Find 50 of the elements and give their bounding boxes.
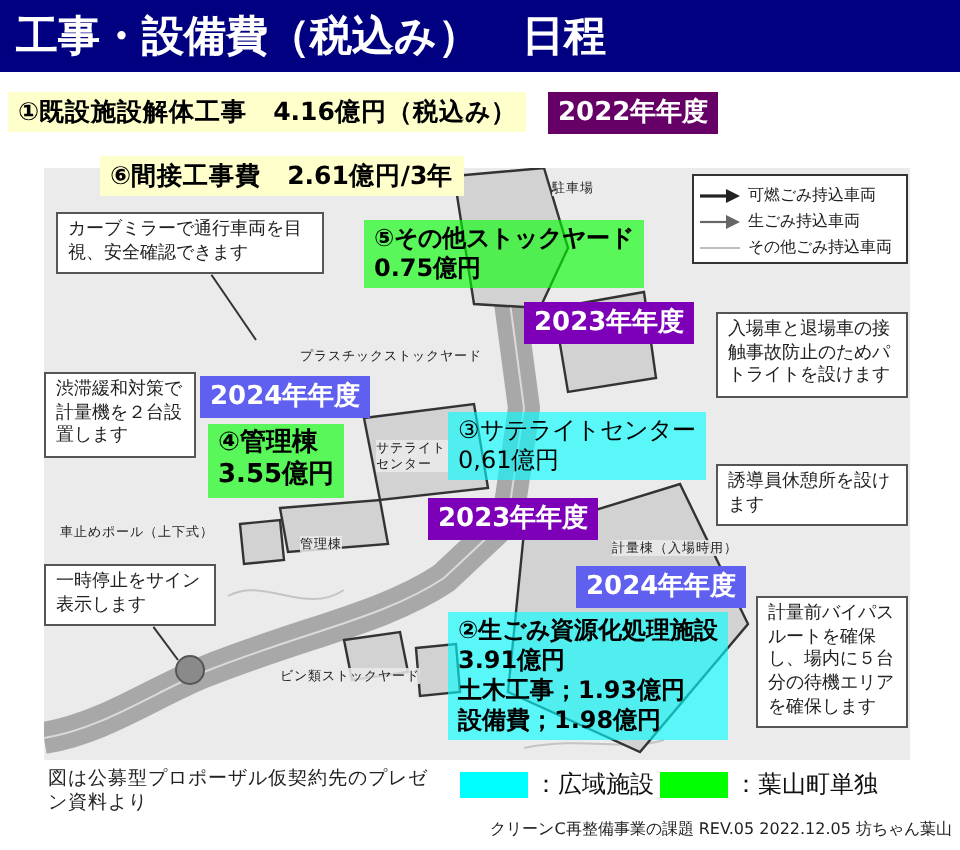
year-tag <box>524 302 695 344</box>
callout-text: カーブミラーで通行車両を目視、安全確認できます <box>68 220 304 267</box>
cost-amount: 3.55億円 <box>218 460 335 493</box>
year-tag <box>548 92 719 134</box>
cost-heading: ③サテライトセンター <box>458 416 696 446</box>
callout-note <box>716 312 908 399</box>
source-note: 図は公募型プロポーザル仮契約先のプレゼン資料より <box>48 768 430 816</box>
cost-highlight <box>448 412 706 480</box>
legend-text: 生ごみ持込車両 <box>748 210 860 234</box>
page-title: 工事・設備費（税込み） 日程 <box>16 10 606 62</box>
year-text: 2024年年度 <box>210 380 361 414</box>
cost-amount: 0.75億円 <box>374 254 484 284</box>
year-text: 2022年年度 <box>558 96 709 130</box>
cost-amount: 設備費；1.98億円 <box>458 706 664 736</box>
legend-text: その他ごみ持込車両 <box>748 236 892 260</box>
legend-text: ：葉山町単独 <box>734 768 878 800</box>
legend-text: 可燃ごみ持込車両 <box>748 184 876 208</box>
year-tag <box>576 566 747 608</box>
callout-note <box>44 564 216 627</box>
year-text: 2023年年度 <box>534 306 685 340</box>
callout-note <box>756 596 908 729</box>
callout-note <box>56 212 324 275</box>
leader-line <box>210 273 257 341</box>
callout-text: 計量前バイパスルートを確保し、場内に５台分の待機エリアを確保します <box>768 604 896 721</box>
cost-highlight <box>208 424 345 497</box>
year-tag <box>200 376 371 418</box>
cost-amount: 土木工事；1.93億円 <box>458 676 688 706</box>
callout-note <box>44 372 196 459</box>
cost-highlight <box>100 156 464 196</box>
cost-heading: ⑥間接工事費 2.61億円/3年 <box>110 160 454 192</box>
year-tag <box>428 498 599 540</box>
year-text: 2023年年度 <box>438 502 589 536</box>
cost-highlight <box>448 612 729 740</box>
cost-amount: 3.91億円 <box>458 646 568 676</box>
callout-text: 渋滞緩和対策で計量機を２台設置します <box>56 380 184 451</box>
cost-heading: ⑤その他ストックヤード <box>374 224 635 254</box>
cost-heading: ④管理棟 <box>218 428 321 459</box>
cost-heading: ②生ごみ資源化処理施設 <box>458 616 719 646</box>
cost-heading: ①既設施設解体工事 4.16億円（税込み） <box>18 96 517 128</box>
callout-note <box>716 464 908 527</box>
leader-line <box>152 625 179 661</box>
callout-text: 入場車と退場車の接触事故防止のためパトライトを設けます <box>728 320 893 391</box>
callout-text: 誘導員休憩所を設けます <box>728 472 892 519</box>
callout-text: 一時停止をサイン表示します <box>56 572 202 619</box>
footer-text: クリーンC再整備事業の課題 REV.05 2022.12.05 坊ちゃん葉山 <box>488 820 952 840</box>
cost-highlight <box>8 92 527 132</box>
cost-amount: 0,61億円 <box>458 446 562 476</box>
year-text: 2024年年度 <box>586 570 737 604</box>
legend-text: ：広域施設 <box>534 768 654 800</box>
cost-highlight <box>364 220 645 288</box>
